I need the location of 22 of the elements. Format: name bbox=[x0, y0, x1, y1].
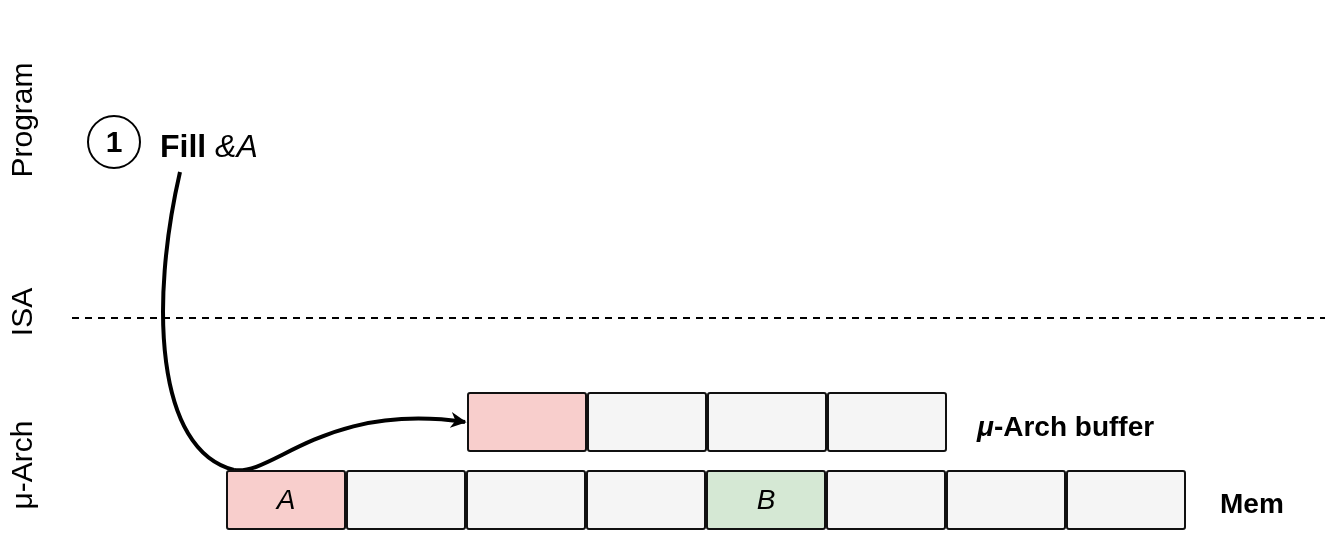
callout-number: 1 bbox=[87, 115, 141, 169]
layer-label: μ-Arch bbox=[7, 420, 37, 510]
layer-label: ISA bbox=[7, 287, 37, 337]
memory-cell bbox=[226, 470, 346, 530]
buffer-cell bbox=[467, 392, 587, 452]
memory-cell bbox=[466, 470, 586, 530]
instruction-text: Fill &A bbox=[160, 130, 258, 162]
cell-letter: A bbox=[276, 484, 296, 516]
memory-cell bbox=[1066, 470, 1186, 530]
buffer-cell bbox=[587, 392, 707, 452]
buffer-label: μ-Arch buffer bbox=[977, 413, 1155, 441]
layer-label: Program bbox=[7, 62, 37, 178]
memory-cell bbox=[346, 470, 466, 530]
curved-arrow bbox=[234, 412, 467, 472]
memory-cell bbox=[586, 470, 706, 530]
memory-label: Mem bbox=[1220, 490, 1284, 518]
cell-letter: B bbox=[756, 484, 776, 516]
memory-cell bbox=[706, 470, 826, 530]
memory-cell bbox=[826, 470, 946, 530]
memory-cell bbox=[946, 470, 1066, 530]
buffer-cell bbox=[827, 392, 947, 452]
buffer-cell bbox=[707, 392, 827, 452]
